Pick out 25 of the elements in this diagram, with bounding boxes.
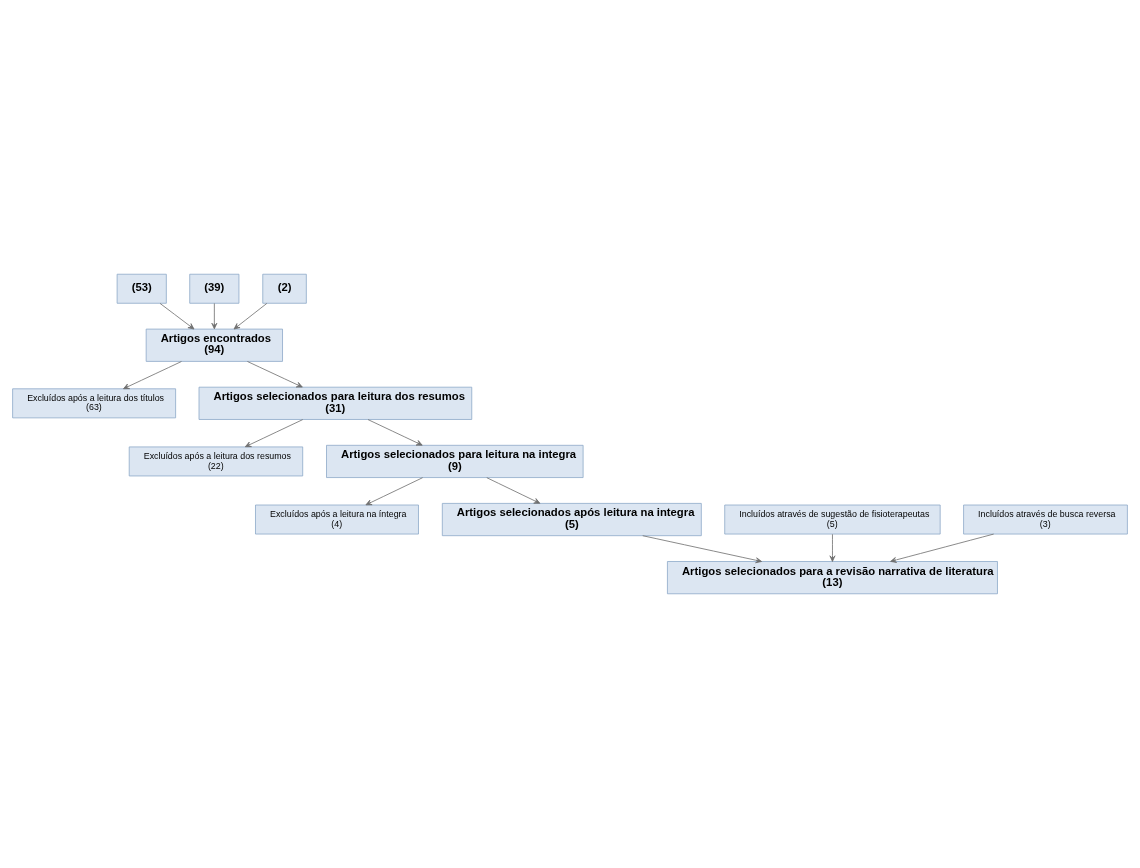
node-box: Artigos selecionados para leitura na integra (9) bbox=[326, 444, 584, 478]
arrow bbox=[211, 303, 218, 330]
arrow bbox=[486, 477, 541, 504]
arrow bbox=[123, 361, 182, 390]
node-box: Artigos encontrados (94) bbox=[145, 328, 283, 362]
arrow bbox=[159, 303, 195, 330]
node-box: Incluídos através de sugestão de fisioterapeutas (5) bbox=[724, 504, 941, 535]
node-box: Artigos selecionados para a revisão narrativa de literatura (13) bbox=[667, 561, 998, 595]
node-box: (2) bbox=[262, 273, 307, 304]
arrow bbox=[247, 361, 303, 388]
node-box: (53) bbox=[116, 273, 167, 304]
node-box: Incluídos através de busca reversa (3) bbox=[963, 504, 1128, 535]
arrow bbox=[233, 303, 268, 330]
arrow bbox=[642, 535, 762, 564]
arrow bbox=[365, 477, 423, 506]
arrow bbox=[244, 419, 304, 448]
arrow bbox=[829, 533, 836, 562]
arrow bbox=[890, 533, 995, 563]
node-box: Excluídos após a leitura dos resumos (22) bbox=[128, 446, 304, 477]
node-box: Artigos selecionados para leitura dos resumos (31) bbox=[198, 386, 473, 420]
node-box: (39) bbox=[189, 273, 240, 304]
arrow bbox=[367, 419, 423, 446]
node-box: Excluídos após a leitura dos títulos (63) bbox=[12, 388, 176, 419]
node-box: Excluídos após a leitura na íntegra (4) bbox=[255, 504, 419, 535]
node-box: Artigos selecionados após leitura na integra (5) bbox=[441, 503, 702, 537]
